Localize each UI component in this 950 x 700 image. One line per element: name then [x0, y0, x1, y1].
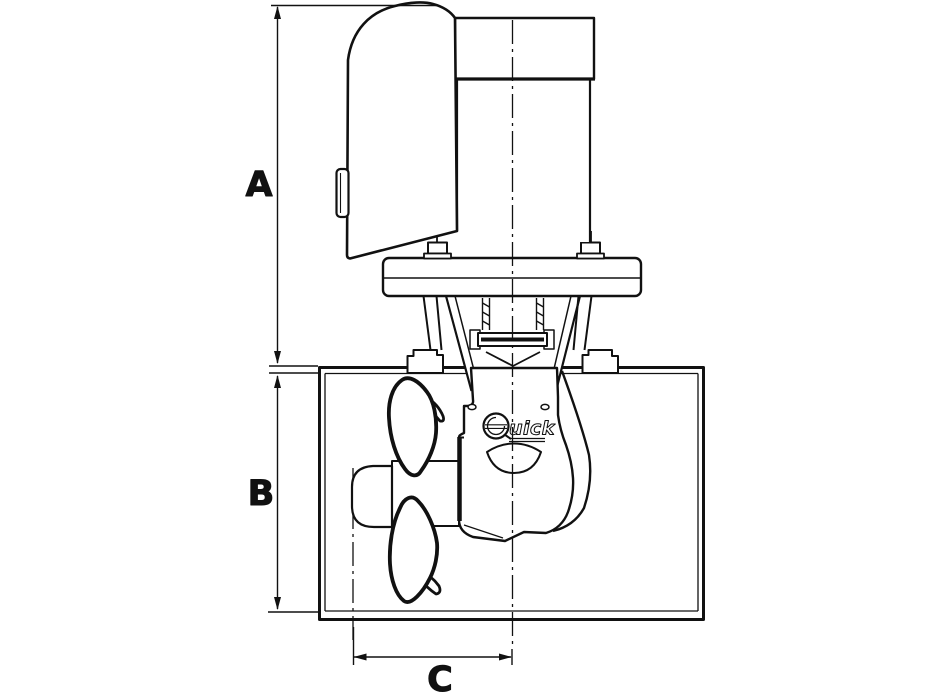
- housing-bolt-right: [540, 403, 550, 411]
- anode-dome: [486, 442, 542, 474]
- mounting-foot-right: [581, 349, 619, 374]
- motor-cover: [335, 1, 459, 260]
- dimension-c-label: C: [427, 660, 453, 700]
- quick-logo: uick: [482, 412, 556, 443]
- gear-housing: [457, 366, 592, 543]
- mounting-foot-left: [406, 349, 444, 374]
- dimension-b-label: B: [248, 474, 275, 514]
- cover-latch: [335, 167, 350, 219]
- dimension-a: [271, 4, 437, 364]
- dimension-a-label: A: [245, 165, 272, 205]
- propeller-hub-cap: [350, 464, 394, 529]
- propeller-blade-upper: [386, 376, 439, 478]
- propeller: [350, 376, 464, 604]
- spring-stud-right: [535, 298, 545, 330]
- dimension-b: [268, 365, 318, 613]
- spring-stud-left: [481, 298, 491, 330]
- bolt-nut-left: [427, 241, 448, 255]
- bolt-nut-right: [580, 241, 601, 255]
- quick-logo-text: uick: [509, 418, 556, 440]
- housing-fairing-edge: [552, 370, 592, 533]
- motor-top-cap: [453, 16, 596, 81]
- motor-body: [453, 16, 596, 242]
- dimension-c: [352, 627, 513, 665]
- propeller-blade-lower: [387, 495, 440, 604]
- support-legs: [422, 295, 593, 351]
- housing-bolt-left: [467, 403, 477, 411]
